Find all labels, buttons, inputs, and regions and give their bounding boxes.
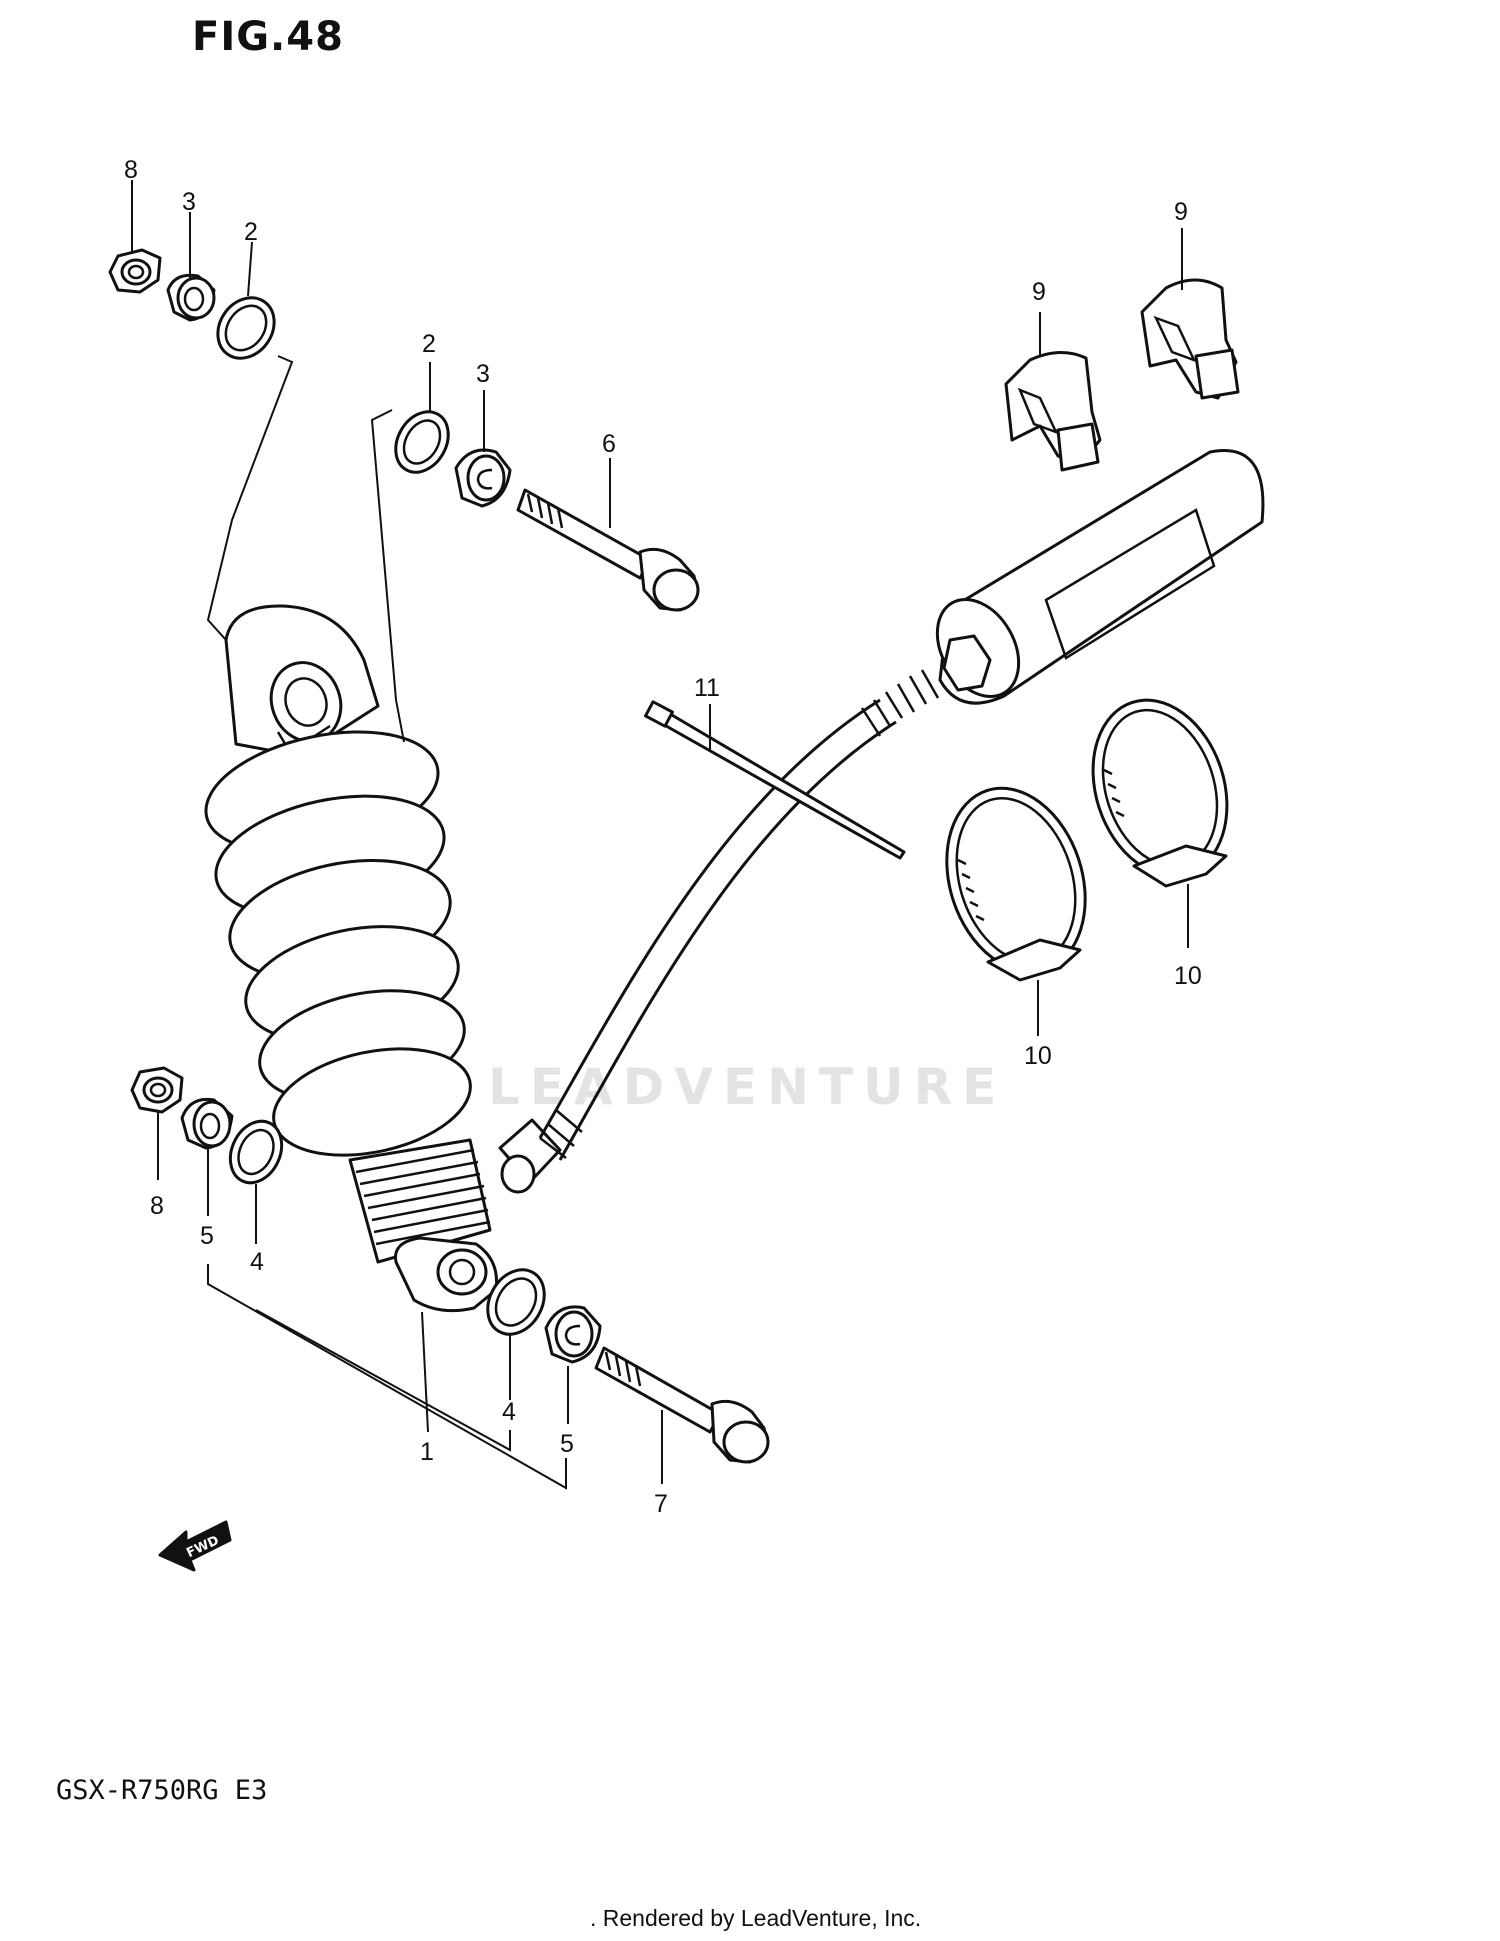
reservoir-hose[interactable] (538, 669, 940, 1161)
part-10-hose-clamp-right[interactable] (1071, 683, 1248, 894)
part-10-hose-clamp-left[interactable] (924, 770, 1108, 990)
part-3-bushing-right[interactable] (454, 448, 512, 508)
part-5-bushing-lower-left[interactable] (180, 1097, 234, 1150)
callout-9-left: 9 (1032, 278, 1046, 306)
callout-6: 6 (602, 430, 616, 458)
callout-2-right: 2 (422, 330, 436, 358)
callout-10-right: 10 (1174, 962, 1202, 990)
callout-8-upper: 8 (124, 156, 138, 184)
part-2-washer-upper[interactable] (206, 287, 285, 369)
callout-5-left: 5 (200, 1222, 214, 1250)
callout-5-right: 5 (560, 1430, 574, 1458)
leader-lines (131, 180, 1189, 1490)
footer-credit: . Rendered by LeadVenture, Inc. (590, 1905, 922, 1931)
callout-9-right: 9 (1174, 198, 1188, 226)
part-1-rear-shock-absorber[interactable] (195, 604, 562, 1313)
part-8-nut-lower[interactable] (130, 1066, 184, 1114)
part-9-reservoir-bracket-left[interactable] (1004, 351, 1102, 472)
callout-3-right: 3 (476, 360, 490, 388)
figure-title: FIG.48 (192, 14, 344, 60)
part-11-cable-tie[interactable] (644, 700, 906, 860)
part-4-washer-lower-right[interactable] (476, 1260, 555, 1345)
callout-3-upper: 3 (182, 188, 196, 216)
reservoir-canister[interactable] (921, 449, 1265, 711)
part-4-washer-lower-left[interactable] (221, 1113, 292, 1191)
model-code: GSX-R750RG E3 (56, 1775, 268, 1806)
watermark: LEADVENTURE (488, 1058, 1007, 1116)
part-6-bolt-upper[interactable] (516, 488, 700, 612)
callout-2-upper: 2 (244, 218, 258, 246)
part-2-washer-right[interactable] (385, 402, 459, 481)
part-7-bolt-lower[interactable] (594, 1346, 770, 1464)
callout-11: 11 (694, 674, 720, 702)
part-5-bushing-lower-right[interactable] (544, 1305, 602, 1364)
callout-7: 7 (654, 1490, 668, 1518)
callout-4-right: 4 (502, 1398, 516, 1426)
part-8-nut-upper[interactable] (108, 248, 162, 294)
callout-1: 1 (420, 1438, 434, 1466)
fwd-direction-arrow: FWD (158, 1520, 232, 1572)
callout-4-left: 4 (250, 1248, 264, 1276)
callout-labels: 8 3 2 2 3 6 9 9 11 10 10 8 5 4 1 4 5 7 (124, 156, 1202, 1518)
part-3-bushing-upper[interactable] (166, 273, 216, 322)
callout-8-lower: 8 (150, 1192, 164, 1220)
part-9-reservoir-bracket-right[interactable] (1140, 278, 1240, 400)
callout-10-left: 10 (1024, 1042, 1052, 1070)
